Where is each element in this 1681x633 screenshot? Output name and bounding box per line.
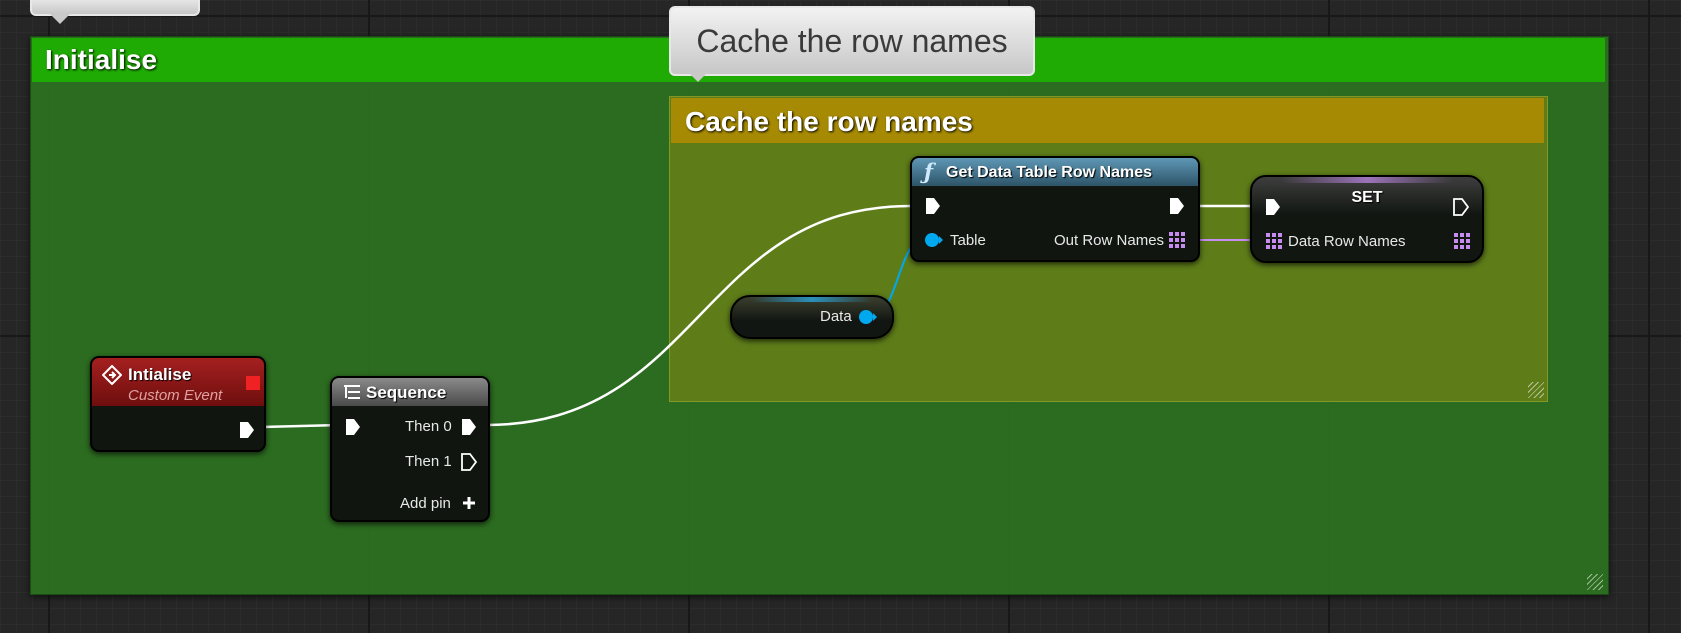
data-row-names-label: Data Row Names <box>1288 233 1406 250</box>
comment-resize-handle[interactable] <box>1528 382 1544 398</box>
comment-resize-handle[interactable] <box>1587 574 1603 590</box>
offscreen-comment-bubble <box>30 0 200 16</box>
add-pin-label[interactable]: Add pin <box>400 495 451 512</box>
delegate-pin-icon[interactable] <box>246 376 260 390</box>
function-icon: ƒ <box>924 159 934 184</box>
data-variable-label: Data <box>820 308 852 325</box>
comment-bubble[interactable]: Cache the row names <box>669 6 1035 76</box>
comment-title-cache-row-names: Cache the row names <box>685 106 973 137</box>
comment-title-initialise: Initialise <box>45 44 158 75</box>
exec-out-pin[interactable] <box>1452 197 1470 217</box>
custom-event-subtitle: Custom Event <box>128 387 223 404</box>
data-object-out-pin[interactable] <box>858 309 878 325</box>
comment-bubble-text: Cache the row names <box>696 23 1008 59</box>
get-data-table-row-names-node[interactable]: ƒ Get Data Table Row Names Table Out Row… <box>910 156 1200 262</box>
custom-event-node[interactable]: Intialise Custom Event <box>90 356 266 452</box>
get-rows-title: Get Data Table Row Names <box>946 164 1152 181</box>
exec-in-pin[interactable] <box>1264 197 1282 217</box>
data-row-names-out-pin[interactable] <box>1454 233 1470 249</box>
exec-out-pin[interactable] <box>238 420 256 440</box>
set-variable-node[interactable]: SET Data Row Names <box>1250 175 1484 263</box>
offscreen-bubble-tail <box>50 14 70 24</box>
data-node-glow <box>752 297 872 302</box>
event-diamond-icon <box>102 365 122 385</box>
then-0-exec-pin[interactable] <box>460 417 478 437</box>
sequence-node[interactable]: Sequence Then 0 Then 1 Add pin <box>330 376 490 522</box>
sequence-title: Sequence <box>366 383 447 402</box>
exec-in-pin[interactable] <box>344 417 362 437</box>
data-row-names-in-pin[interactable] <box>1266 233 1282 249</box>
set-header-glow <box>1282 177 1452 183</box>
exec-out-pin[interactable] <box>1168 196 1186 216</box>
then-0-label: Then 0 <box>405 418 452 435</box>
exec-in-pin[interactable] <box>924 196 942 216</box>
out-row-names-array-pin[interactable] <box>1169 232 1185 248</box>
table-pin-label: Table <box>950 232 986 249</box>
table-object-pin[interactable] <box>924 232 944 248</box>
then-1-label: Then 1 <box>405 453 452 470</box>
exec-wire-sequence-to-get-rows <box>485 204 911 427</box>
add-pin-plus-icon[interactable] <box>462 496 476 510</box>
then-1-exec-pin[interactable] <box>460 452 478 472</box>
comment-header-cache-row-names[interactable] <box>671 98 1544 143</box>
custom-event-header[interactable] <box>92 358 264 406</box>
data-variable-node[interactable]: Data <box>730 295 894 339</box>
exec-wire-event-to-sequence <box>261 423 341 429</box>
custom-event-title: Intialise <box>128 365 192 384</box>
get-rows-header[interactable] <box>912 158 1198 186</box>
out-row-names-label: Out Row Names <box>1054 232 1165 249</box>
sequence-icon <box>344 385 360 399</box>
comment-bubble-tail <box>688 72 708 82</box>
set-title: SET <box>1351 189 1383 206</box>
